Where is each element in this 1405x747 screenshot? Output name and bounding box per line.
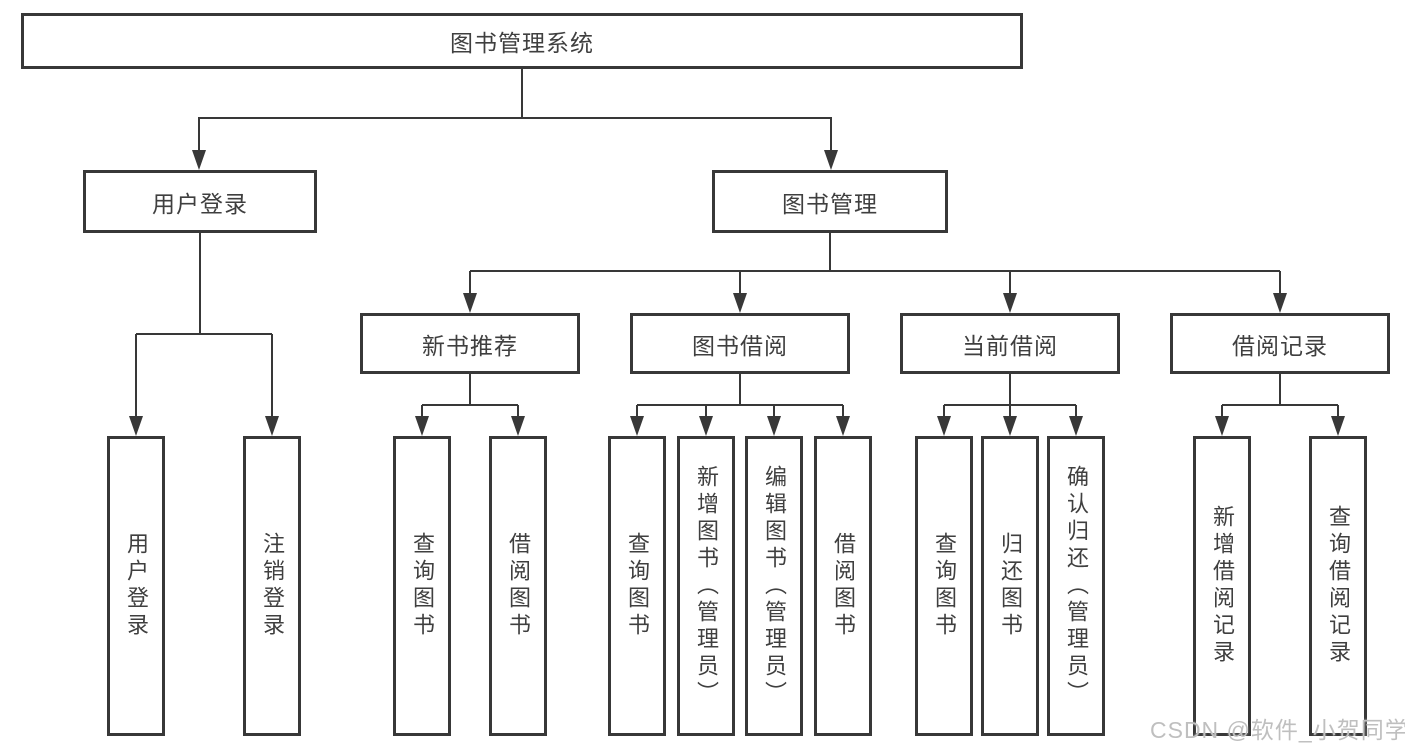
arrow-down-icon: [733, 293, 747, 313]
node-borrowing-records-label: 借阅记录: [1232, 332, 1328, 359]
leaf-br-query-record-label: 查询借阅记录: [1326, 505, 1351, 667]
arrow-down-icon: [1069, 416, 1083, 436]
leaf-bb-borrow-books: 借阅图书: [814, 436, 872, 736]
leaf-rec-query-books-label: 查询图书: [410, 532, 435, 640]
node-book-borrowing-label: 图书借阅: [692, 332, 788, 359]
leaf-bb-borrow-books-label: 借阅图书: [831, 532, 856, 640]
leaf-rec-query-books: 查询图书: [393, 436, 451, 736]
leaf-br-query-record: 查询借阅记录: [1309, 436, 1367, 736]
leaf-rec-borrow-books-label: 借阅图书: [506, 532, 531, 640]
leaf-logout-label: 注销登录: [260, 532, 285, 640]
arrow-down-icon: [463, 293, 477, 313]
node-library-system: 图书管理系统: [21, 13, 1023, 69]
leaf-br-add-record: 新增借阅记录: [1193, 436, 1251, 736]
node-current-borrowing: 当前借阅: [900, 313, 1120, 374]
arrow-down-icon: [1331, 416, 1345, 436]
leaf-cb-return-books-label: 归还图书: [998, 532, 1023, 640]
node-new-book-recommendation: 新书推荐: [360, 313, 580, 374]
arrow-down-icon: [192, 150, 206, 170]
leaf-bb-add-books-admin-label: 新增图书（管理员）: [694, 464, 719, 708]
arrow-down-icon: [630, 416, 644, 436]
arrow-down-icon: [824, 150, 838, 170]
leaf-br-add-record-label: 新增借阅记录: [1210, 505, 1235, 667]
node-library-system-label: 图书管理系统: [450, 30, 594, 56]
leaf-cb-confirm-return-admin: 确认归还（管理员）: [1047, 436, 1105, 736]
arrow-down-icon: [836, 416, 850, 436]
node-borrowing-records: 借阅记录: [1170, 313, 1390, 374]
leaf-bb-add-books-admin: 新增图书（管理员）: [677, 436, 735, 736]
leaf-user-login-label: 用户登录: [124, 532, 149, 640]
arrow-down-icon: [415, 416, 429, 436]
arrow-down-icon: [1003, 416, 1017, 436]
leaf-cb-confirm-return-admin-label: 确认归还（管理员）: [1064, 464, 1089, 708]
arrow-down-icon: [1273, 293, 1287, 313]
leaf-rec-borrow-books: 借阅图书: [489, 436, 547, 736]
arrow-down-icon: [937, 416, 951, 436]
leaf-bb-query-books-label: 查询图书: [625, 532, 650, 640]
node-new-book-recommendation-label: 新书推荐: [422, 332, 518, 359]
node-book-borrowing: 图书借阅: [630, 313, 850, 374]
leaf-logout: 注销登录: [243, 436, 301, 736]
arrow-down-icon: [1003, 293, 1017, 313]
arrow-down-icon: [699, 416, 713, 436]
arrow-down-icon: [129, 416, 143, 436]
node-user-login-label: 用户登录: [152, 190, 248, 217]
leaf-cb-query-books-label: 查询图书: [932, 532, 957, 640]
arrow-down-icon: [265, 416, 279, 436]
node-book-management: 图书管理: [712, 170, 948, 233]
leaf-cb-query-books: 查询图书: [915, 436, 973, 736]
arrow-down-icon: [511, 416, 525, 436]
arrow-down-icon: [1215, 416, 1229, 436]
node-book-management-label: 图书管理: [782, 190, 878, 217]
node-current-borrowing-label: 当前借阅: [962, 332, 1058, 359]
leaf-bb-edit-books-admin-label: 编辑图书（管理员）: [762, 464, 787, 708]
csdn-watermark: CSDN @软件_小贺同学: [1150, 717, 1405, 743]
leaf-cb-return-books: 归还图书: [981, 436, 1039, 736]
leaf-user-login: 用户登录: [107, 436, 165, 736]
node-user-login: 用户登录: [83, 170, 317, 233]
leaf-bb-edit-books-admin: 编辑图书（管理员）: [745, 436, 803, 736]
leaf-bb-query-books: 查询图书: [608, 436, 666, 736]
arrow-down-icon: [767, 416, 781, 436]
